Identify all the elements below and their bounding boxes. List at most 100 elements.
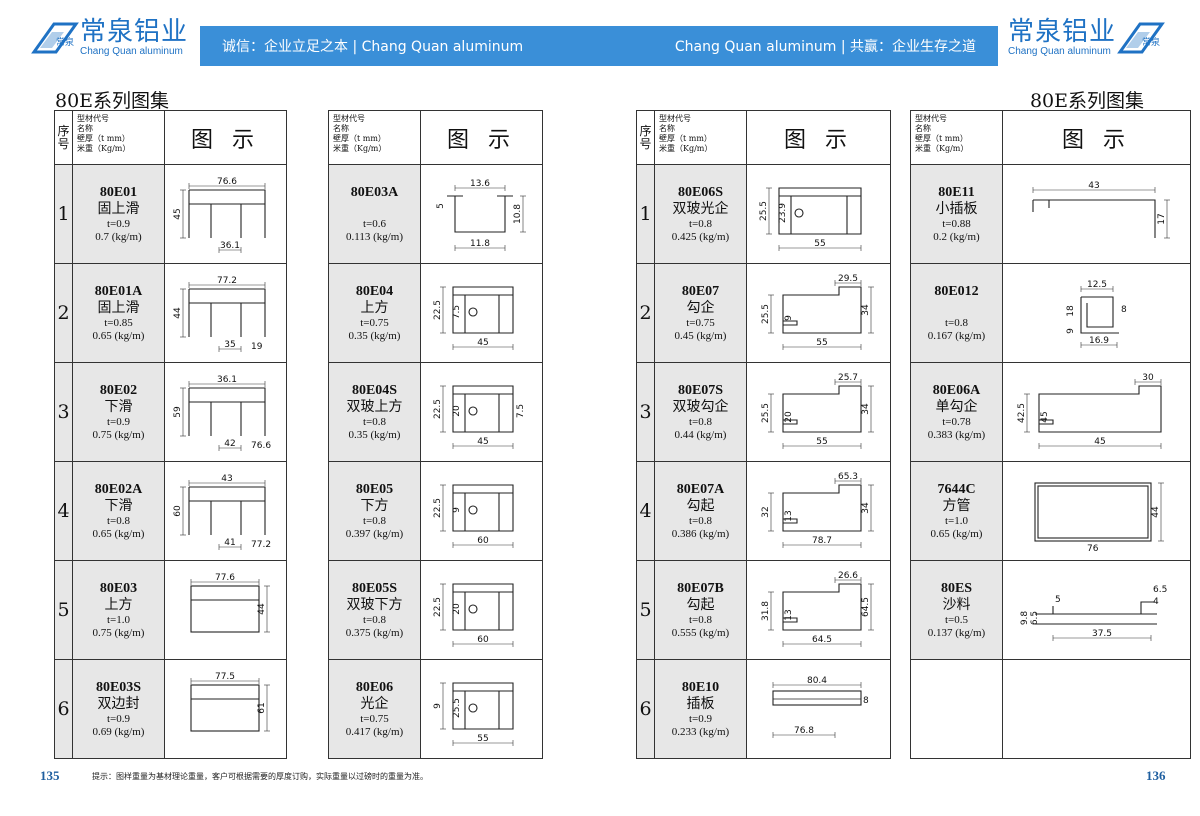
svg-text:8: 8: [863, 696, 869, 706]
brand-mark-icon: 常泉: [1117, 22, 1165, 54]
profile-name: 单勾企: [935, 398, 978, 415]
svg-text:55: 55: [816, 437, 827, 447]
svg-text:7.5: 7.5: [452, 305, 462, 319]
profile-thickness: t=0.75: [360, 712, 389, 725]
header-seq: 序号: [54, 110, 73, 165]
profile-name: 沙料: [942, 596, 971, 613]
brand-mark-icon: 常泉: [31, 22, 79, 54]
svg-text:44: 44: [1151, 506, 1161, 518]
svg-text:13: 13: [784, 609, 794, 620]
header-figure: 图 示: [1002, 110, 1191, 165]
svg-text:30: 30: [1142, 373, 1154, 383]
table-row: [910, 659, 1191, 759]
profile-thickness: t=0.78: [942, 415, 971, 428]
svg-text:4: 4: [1153, 597, 1159, 607]
profile-weight: 0.137 (kg/m): [927, 627, 986, 640]
page-title-left: 80E系列图集: [55, 90, 170, 112]
profile-code: 80E06S: [677, 184, 724, 200]
page-number-left: 135: [40, 768, 60, 783]
profile-thickness: t=1.0: [944, 514, 968, 527]
profile-code: 80E07B: [677, 580, 724, 596]
profile-thickness: t=0.8: [362, 514, 386, 527]
svg-text:11.8: 11.8: [469, 239, 489, 249]
row-seq: 3: [636, 362, 655, 462]
profile-thickness: t=0.9: [106, 415, 130, 428]
profile-thickness: t=0.8: [362, 415, 386, 428]
profile-drawing: 77.561: [189, 672, 270, 732]
svg-text:9: 9: [784, 315, 794, 321]
row-seq: 2: [54, 263, 73, 363]
profile-code: 80E11: [938, 184, 975, 200]
svg-text:6.5: 6.5: [1030, 611, 1040, 625]
profile-code: 80E10: [681, 679, 720, 695]
profile-name: 双玻下方: [346, 596, 403, 613]
profile-weight: 0.417 (kg/m): [345, 726, 404, 739]
svg-text:44: 44: [173, 307, 183, 319]
profile-code: 80E07S: [677, 382, 724, 398]
profile-thickness: t=1.0: [106, 613, 130, 626]
svg-text:45: 45: [477, 437, 488, 447]
svg-text:20: 20: [784, 411, 794, 423]
header-figure: 图 示: [164, 110, 287, 165]
svg-text:13: 13: [784, 510, 794, 521]
svg-text:22.5: 22.5: [433, 597, 443, 617]
brand-badge: 常泉: [56, 36, 74, 48]
profile-weight: 0.35 (kg/m): [348, 330, 401, 343]
profile-code: 7644C: [937, 481, 976, 497]
brand-name-en: Chang Quan aluminum: [1008, 46, 1111, 57]
profile-weight: 0.113 (kg/m): [345, 231, 404, 244]
svg-text:25.7: 25.7: [837, 373, 857, 383]
page-number-right: 136: [1146, 768, 1166, 783]
svg-text:65.3: 65.3: [837, 472, 857, 482]
svg-text:36.1: 36.1: [216, 375, 236, 385]
brand-logo-left: 常泉 常泉铝业 Chang Quan aluminum: [30, 18, 188, 58]
svg-text:29.5: 29.5: [837, 274, 857, 284]
svg-text:61: 61: [257, 702, 267, 713]
profile-thickness: t=0.9: [106, 217, 130, 230]
svg-text:18: 18: [1066, 305, 1076, 317]
empty-cell: [910, 659, 1003, 759]
profile-weight: 0.65 (kg/m): [930, 528, 983, 541]
page-title-right: 80E系列图集: [1029, 90, 1144, 112]
profile-code: 80E02A: [94, 481, 143, 497]
profile-name: 下滑: [104, 497, 133, 514]
svg-text:36.1: 36.1: [219, 241, 239, 251]
svg-text:6.5: 6.5: [1153, 585, 1167, 595]
svg-text:34: 34: [861, 403, 871, 415]
